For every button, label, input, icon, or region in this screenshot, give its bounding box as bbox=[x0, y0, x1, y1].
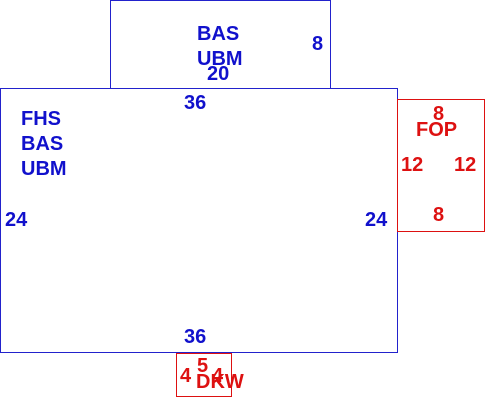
main-block-code: BAS bbox=[21, 133, 64, 155]
upper-block-dim-bottom: 20 bbox=[207, 63, 230, 85]
bottom-block-dim-left: 4 bbox=[180, 365, 192, 387]
bottom-block bbox=[176, 353, 232, 397]
right-block-dim-bottom: 8 bbox=[433, 204, 445, 226]
upper-block-code: BAS bbox=[197, 23, 240, 45]
right-block-code: FOP bbox=[416, 119, 458, 141]
main-block-codes: FHS BAS UBM bbox=[21, 107, 67, 182]
right-block bbox=[397, 99, 485, 232]
right-block-dim-left: 12 bbox=[401, 154, 424, 176]
right-block-dim-right: 12 bbox=[454, 154, 477, 176]
main-block-code: UBM bbox=[21, 158, 67, 180]
main-block-dim-top: 36 bbox=[184, 92, 207, 114]
bottom-block-dim-top: 5 bbox=[197, 355, 209, 377]
main-block-dim-left: 24 bbox=[5, 209, 28, 231]
bottom-block-code: DKW bbox=[196, 371, 244, 393]
main-block-dim-bottom: 36 bbox=[184, 326, 207, 348]
main-block-code: FHS bbox=[21, 108, 61, 130]
upper-block-codes: BAS UBM bbox=[197, 22, 243, 72]
upper-block-dim-right: 8 bbox=[312, 33, 324, 55]
right-block-dim-top: 8 bbox=[433, 103, 445, 125]
bottom-block-dim-right: 4 bbox=[212, 365, 224, 387]
main-block-dim-right: 24 bbox=[365, 209, 388, 231]
upper-block-code: UBM bbox=[197, 48, 243, 70]
